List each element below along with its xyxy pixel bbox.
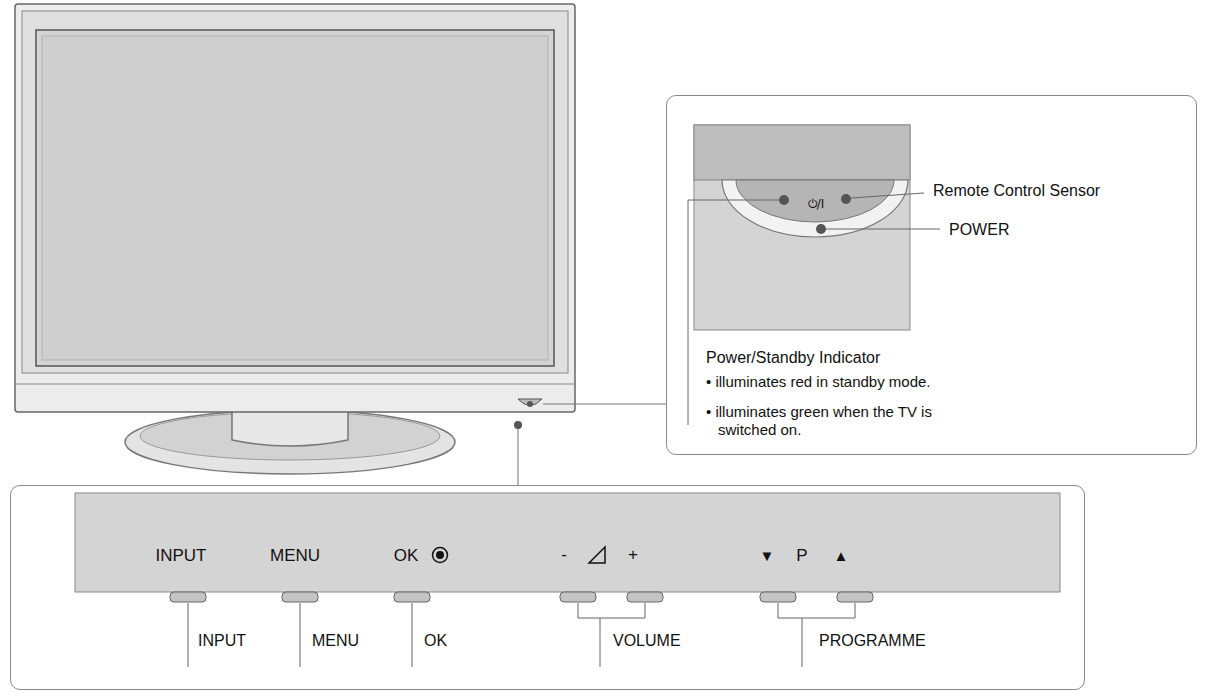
tv-frame xyxy=(22,11,568,373)
button-label: MENU xyxy=(270,546,320,566)
button xyxy=(760,592,796,602)
tv-bezel xyxy=(15,4,575,412)
button-label: INPUT xyxy=(156,546,207,566)
buttons-panel: INPUT MENU OK - + ▼ P ▲ INPUT MENU OK VOLUME PROGRAM… xyxy=(10,485,1085,690)
button-strip xyxy=(75,493,1060,592)
part-label: Remote Control Sensor xyxy=(933,181,1100,200)
power-symbol: ⏻/I xyxy=(808,197,825,211)
button xyxy=(627,592,663,602)
part-label: PROGRAMME xyxy=(819,631,926,650)
note: • illuminates green when the TV is switc… xyxy=(706,403,973,439)
button-label: OK xyxy=(394,546,419,566)
detail-panel xyxy=(694,125,910,330)
power-ring xyxy=(722,180,908,237)
button-label: + xyxy=(628,545,638,565)
button-label: P xyxy=(796,546,807,566)
sensor-dot xyxy=(841,194,851,204)
button-label: - xyxy=(561,545,567,565)
button xyxy=(170,592,206,602)
button xyxy=(282,592,318,602)
callout-panel: ⏻/I Remote Control SensorPOWER Power/Stand… xyxy=(666,95,1197,455)
bezel-line xyxy=(15,384,575,385)
leader-line xyxy=(188,603,189,667)
volume-bracket xyxy=(578,603,645,618)
ok-symbol xyxy=(433,548,448,563)
button-label: ▼ xyxy=(760,547,775,565)
note: • illuminates red in standby mode. xyxy=(706,373,931,391)
buttons xyxy=(170,592,873,602)
programme-bracket xyxy=(778,603,855,618)
leader-line xyxy=(543,404,666,405)
power-button xyxy=(736,180,894,222)
indicator-dot xyxy=(779,195,789,205)
leader-line xyxy=(851,193,924,198)
tv-screen xyxy=(36,30,554,366)
ok-symbol xyxy=(436,551,444,559)
tv-screen-inner xyxy=(42,36,548,360)
button xyxy=(394,592,430,602)
part-label: Power/Standby Indicator xyxy=(706,348,880,367)
tv-buttons-dot xyxy=(514,421,522,429)
part-label: POWER xyxy=(949,220,1009,239)
volume-symbol xyxy=(589,547,605,563)
button-label: ▲ xyxy=(834,547,849,565)
button xyxy=(560,592,596,602)
tv-power-dot xyxy=(527,401,533,407)
leader-line xyxy=(412,603,413,667)
part-label: VOLUME xyxy=(613,631,681,650)
leader-line xyxy=(300,603,301,667)
button xyxy=(837,592,873,602)
leader-line xyxy=(826,229,940,230)
leader-line xyxy=(688,200,779,425)
part-label: MENU xyxy=(312,631,359,650)
stand-neck xyxy=(232,408,348,446)
part-label: INPUT xyxy=(198,631,246,650)
leader-lines xyxy=(188,603,855,667)
power-dot xyxy=(816,224,826,234)
leader-line xyxy=(600,618,601,667)
part-label: OK xyxy=(424,631,447,650)
leader-line xyxy=(518,429,519,485)
leader-line xyxy=(802,618,803,667)
detail-frame xyxy=(694,125,910,180)
